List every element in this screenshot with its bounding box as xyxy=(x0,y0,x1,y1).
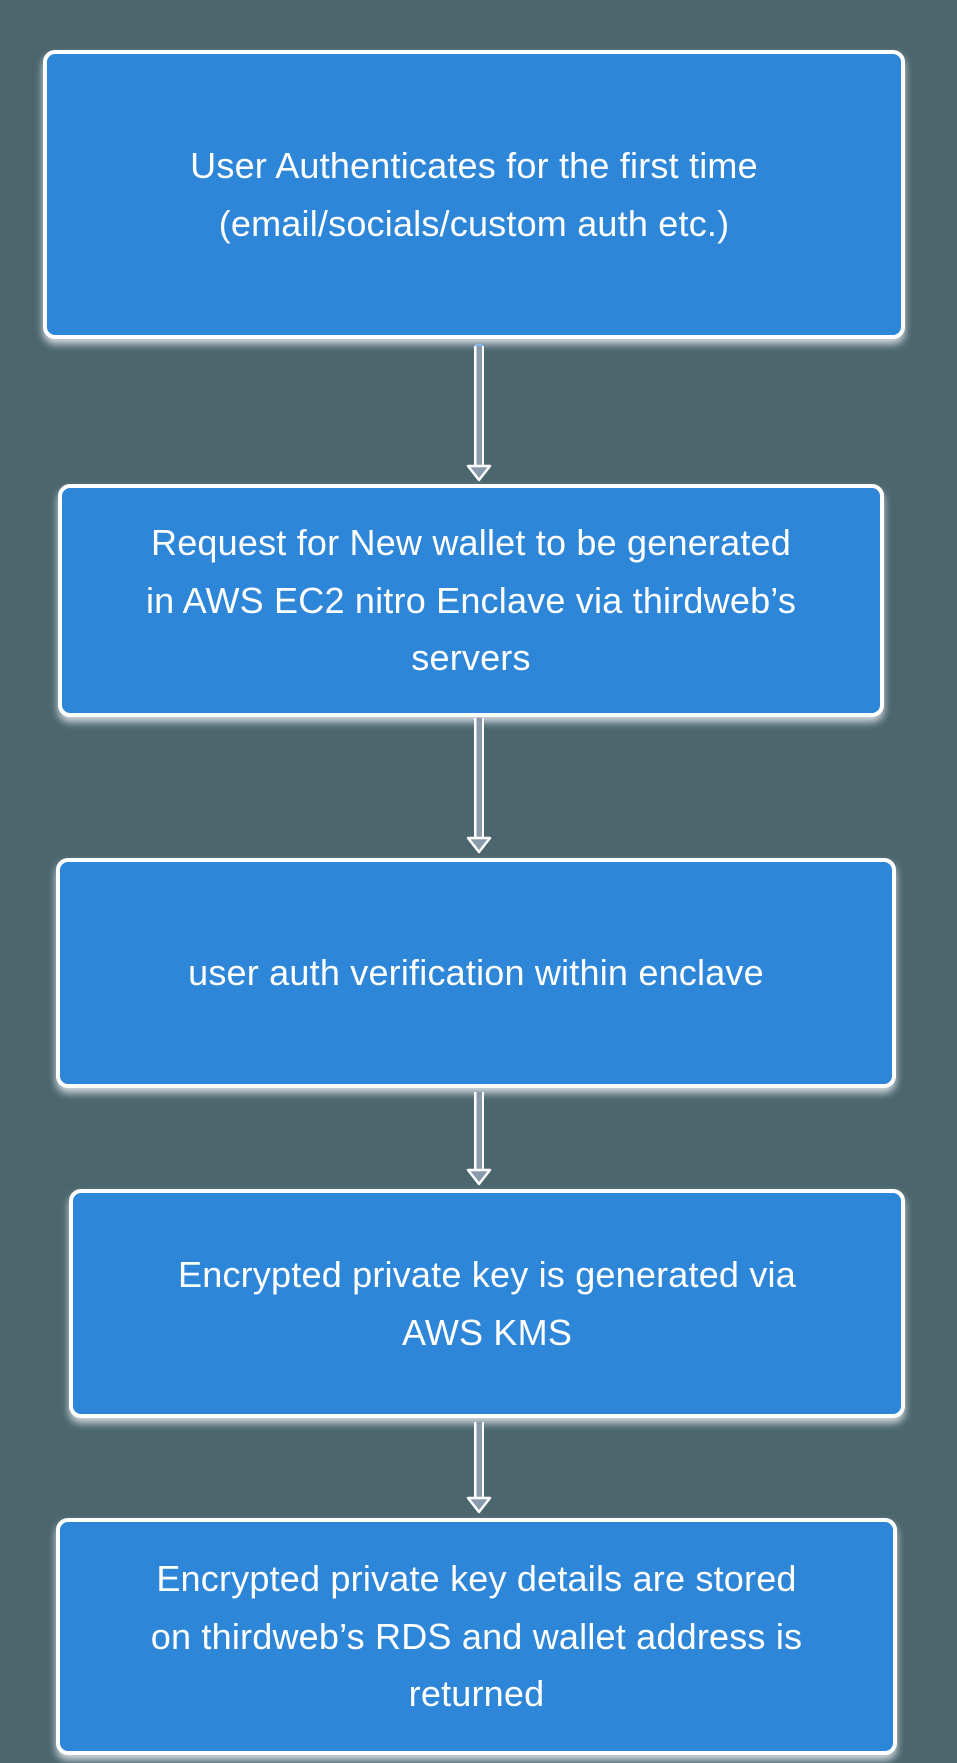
node-label: User Authenticates for the first time (e… xyxy=(190,144,758,244)
flow-node-user-authenticates: User Authenticates for the first time (e… xyxy=(43,50,905,339)
flow-node-auth-verification: user auth verification within enclave xyxy=(56,858,896,1088)
flow-arrow-4 xyxy=(466,1422,492,1514)
flow-arrow-1 xyxy=(466,344,492,482)
arrowhead-icon xyxy=(466,836,492,854)
arrowhead-icon xyxy=(466,1496,492,1514)
arrow-line xyxy=(476,346,482,467)
flow-node-request-new-wallet: Request for New wallet to be generated i… xyxy=(58,484,884,717)
node-label: Encrypted private key details are stored… xyxy=(150,1558,803,1715)
arrowhead-icon xyxy=(466,464,492,482)
arrow-line xyxy=(476,718,482,839)
node-label: Encrypted private key is generated via A… xyxy=(178,1253,796,1353)
arrowhead-icon xyxy=(466,1168,492,1186)
flow-node-key-stored: Encrypted private key details are stored… xyxy=(56,1518,897,1755)
node-label: user auth verification within enclave xyxy=(188,952,764,994)
flow-arrow-3 xyxy=(466,1092,492,1186)
flow-node-key-generated: Encrypted private key is generated via A… xyxy=(69,1189,905,1418)
node-label: Request for New wallet to be generated i… xyxy=(145,522,797,679)
flow-arrow-2 xyxy=(466,718,492,854)
arrow-line xyxy=(476,1092,482,1171)
arrow-line xyxy=(476,1422,482,1499)
